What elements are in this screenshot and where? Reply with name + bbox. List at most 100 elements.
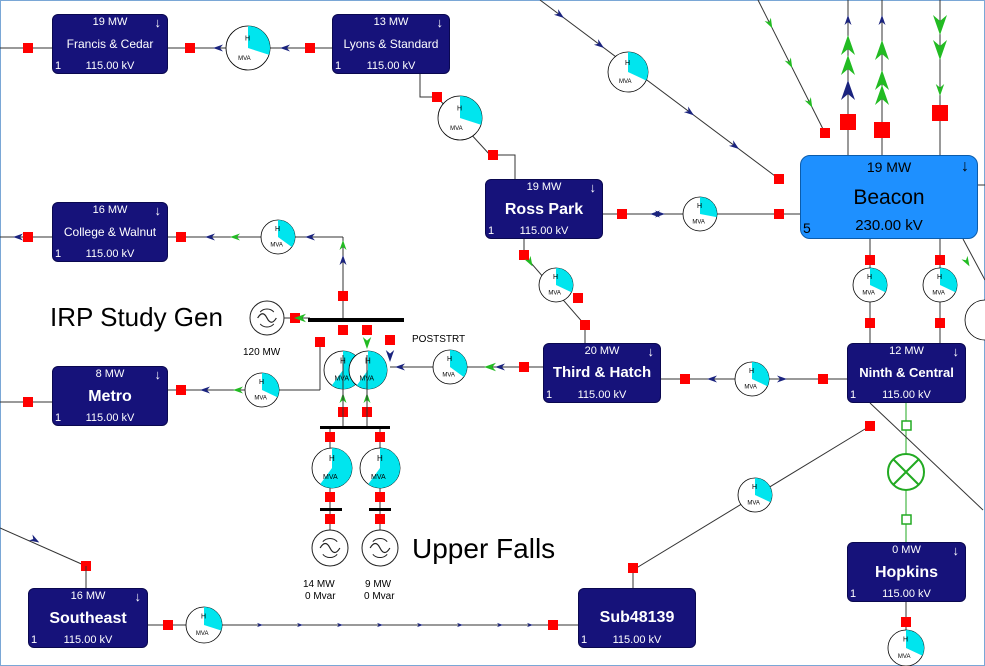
breaker[interactable] [488, 150, 498, 160]
gauge-unit-label: MVA [323, 474, 338, 481]
breaker[interactable] [519, 362, 529, 372]
breaker[interactable] [315, 337, 325, 347]
breaker[interactable] [338, 291, 348, 301]
breaker[interactable] [774, 209, 784, 219]
transmission-line [0, 527, 87, 567]
breaker[interactable] [865, 421, 875, 431]
gauge-h-label: H [752, 484, 757, 491]
flow-arrow [844, 15, 852, 25]
flow-arrow [385, 350, 395, 362]
breaker[interactable] [432, 92, 442, 102]
breaker[interactable] [617, 209, 627, 219]
breaker[interactable] [23, 397, 33, 407]
flow-arrow [305, 233, 315, 241]
breaker[interactable] [774, 174, 784, 184]
breaker[interactable] [580, 320, 590, 330]
substation-metro[interactable]: 8 MW ↓ Metro 1 115.00 kV [52, 366, 168, 426]
gauge-unit-label: MVA [196, 631, 209, 637]
substation-southeast[interactable]: 16 MW ↓ Southeast 1 115.00 kV [28, 588, 148, 648]
substation-name: Lyons & Standard [343, 37, 439, 51]
breaker[interactable] [338, 325, 348, 335]
breaker[interactable] [176, 385, 186, 395]
kv-value: 115.00 kV [366, 60, 416, 72]
breaker[interactable] [385, 335, 395, 345]
breaker[interactable] [362, 325, 372, 335]
flow-arrow [294, 313, 306, 323]
mw-value: 0 MW [892, 544, 921, 556]
breaker[interactable] [325, 492, 335, 502]
breaker[interactable] [325, 514, 335, 524]
breaker[interactable] [375, 492, 385, 502]
breaker[interactable] [865, 318, 875, 328]
substation-sub48139[interactable]: Sub48139 1 115.00 kV [578, 588, 696, 648]
flow-arrow [784, 57, 793, 68]
substation-name: College & Walnut [63, 225, 157, 239]
mw-value: 16 MW [70, 590, 106, 602]
flow-arrow-icon: ↓ [154, 15, 162, 30]
generator-wave [257, 313, 277, 323]
flow-arrow [933, 40, 947, 60]
breaker[interactable] [23, 232, 33, 242]
gauge-fill [262, 373, 279, 398]
breaker[interactable] [935, 318, 945, 328]
breaker[interactable] [865, 255, 875, 265]
substation-name: Third & Hatch [552, 364, 652, 381]
breaker[interactable] [628, 563, 638, 573]
upper-falls-label: Upper Falls [412, 533, 556, 564]
generator-arc [322, 553, 338, 558]
breaker[interactable] [573, 293, 583, 303]
substation-lyons-standard[interactable]: 13 MW ↓ Lyons & Standard 1 115.00 kV [332, 14, 450, 74]
flow-arrow [495, 363, 505, 371]
breaker[interactable] [840, 114, 856, 130]
substation-name: Ross Park [504, 201, 584, 218]
flow-arrow [13, 233, 23, 241]
open-breaker[interactable] [901, 514, 912, 525]
flow-arrow-icon: ↓ [154, 367, 162, 382]
generator-wave [369, 542, 391, 554]
breaker[interactable] [23, 43, 33, 53]
gauge-h-label: H [553, 274, 558, 281]
gauge-unit-label: MVA [932, 290, 945, 296]
gauge-h-label: H [259, 379, 264, 386]
breaker[interactable] [375, 432, 385, 442]
flow-arrow [841, 55, 855, 75]
breaker[interactable] [375, 514, 385, 524]
breaker[interactable] [818, 374, 828, 384]
substation-third-hatch[interactable]: 20 MW ↓ Third & Hatch 1 115.00 kV [543, 343, 661, 403]
breaker[interactable] [932, 105, 948, 121]
flow-arrow [683, 106, 694, 116]
breaker[interactable] [548, 620, 558, 630]
bus-number: 1 [335, 60, 342, 72]
gen1-mw-label: 14 MW [303, 579, 335, 590]
substation-ross-park[interactable]: 19 MW ↓ Ross Park 1 115.00 kV [485, 179, 603, 239]
breaker[interactable] [176, 232, 186, 242]
breaker[interactable] [519, 250, 529, 260]
breaker[interactable] [680, 374, 690, 384]
breaker[interactable] [325, 432, 335, 442]
flow-arrow [878, 15, 886, 25]
breaker[interactable] [874, 122, 890, 138]
generator-arc [259, 323, 275, 328]
flow-arrow [280, 44, 290, 52]
flow-arrow-icon: ↓ [134, 589, 142, 604]
gauge-fill [556, 268, 573, 293]
kv-value: 115.00 kV [519, 225, 569, 237]
flow-arrow [527, 622, 533, 628]
breaker[interactable] [163, 620, 173, 630]
substation-ninth-central[interactable]: 12 MW ↓ Ninth & Central 1 115.00 kV [847, 343, 966, 403]
breaker[interactable] [820, 128, 830, 138]
substation-hopkins[interactable]: 0 MW ↓ Hopkins 1 115.00 kV [847, 542, 966, 602]
breaker[interactable] [305, 43, 315, 53]
gauge-h-label: H [867, 274, 872, 281]
flow-arrow [593, 39, 604, 48]
flow-arrow [233, 386, 243, 394]
breaker[interactable] [185, 43, 195, 53]
gauge-unit-label: MVA [371, 474, 386, 481]
breaker[interactable] [935, 255, 945, 265]
open-breaker[interactable] [901, 420, 912, 431]
substation-beacon[interactable]: 19 MW ↓ Beacon 5 230.00 kV [800, 155, 978, 239]
substation-francis-cedar[interactable]: 19 MW ↓ Francis & Cedar 1 115.00 kV [52, 14, 168, 74]
substation-college-walnut[interactable]: 16 MW ↓ College & Walnut 1 115.00 kV [52, 202, 168, 262]
breaker[interactable] [901, 617, 911, 627]
